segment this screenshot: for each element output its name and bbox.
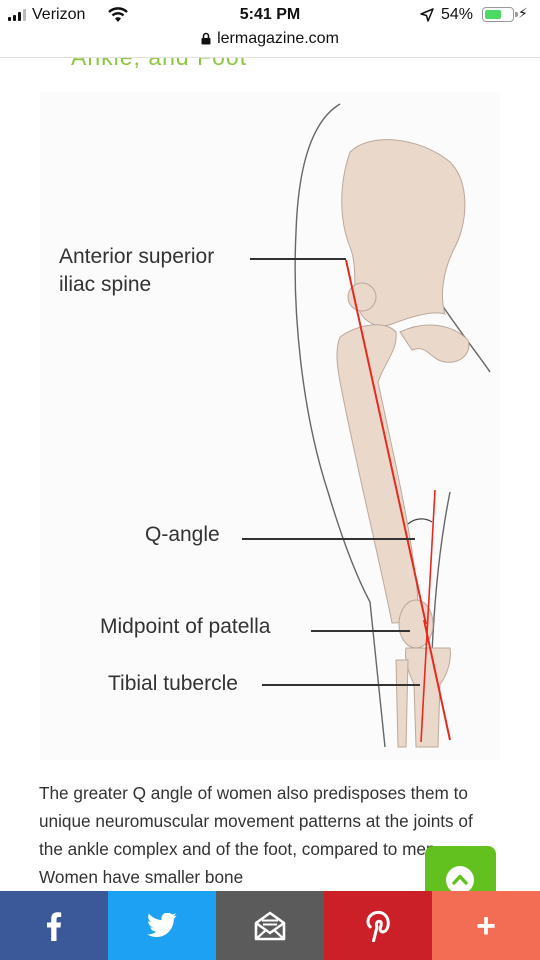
plus-icon: + <box>476 906 496 945</box>
clock: 5:41 PM <box>239 6 301 23</box>
charging-bolt-icon: ⚡ <box>518 5 528 21</box>
article-heading-text: Ankle, and Foot <box>71 58 247 69</box>
fibula-bone <box>395 659 409 748</box>
more-share-button[interactable]: + <box>432 891 540 960</box>
url-text: lermagazine.com <box>217 30 339 47</box>
chevron-up-icon <box>446 866 474 894</box>
asis-label-line2: iliac spine <box>59 273 151 296</box>
battery-percent: 54% <box>441 6 474 23</box>
asis-label-line1: Anterior superior <box>59 245 214 268</box>
share-bar: + <box>0 891 540 960</box>
carrier-name: Verizon <box>32 6 86 23</box>
email-share-button[interactable] <box>216 891 324 960</box>
twitter-share-button[interactable] <box>108 891 216 960</box>
address-bar[interactable]: lermagazine.com <box>0 30 540 56</box>
q-angle-label: Q-angle <box>145 523 220 546</box>
q-angle-figure: Anterior superior iliac spine Q-angle Mi… <box>40 92 500 760</box>
signal-bars-icon <box>8 9 26 21</box>
status-bar: Verizon 5:41 PM 54% ⚡ <box>0 0 540 30</box>
thigh-outline <box>294 103 386 748</box>
email-icon <box>254 911 286 940</box>
wifi-icon <box>108 7 128 22</box>
patella-to-tubercle-line <box>423 619 451 741</box>
tubercle-label: Tibial tubercle <box>108 672 238 695</box>
article-heading: Ankle, and Foot <box>0 58 540 69</box>
q-angle-arc <box>407 518 433 525</box>
lock-icon <box>201 32 211 45</box>
patella-label: Midpoint of patella <box>100 615 271 638</box>
article-paragraph: The greater Q angle of women also predis… <box>39 783 473 887</box>
location-arrow-icon <box>420 8 434 22</box>
pinterest-icon <box>366 910 390 942</box>
facebook-share-button[interactable] <box>0 891 108 960</box>
tibia-bone <box>405 647 451 748</box>
battery-icon <box>482 7 518 22</box>
asis-to-patella-line <box>345 259 427 625</box>
address-bar-divider <box>0 57 540 58</box>
leg-anatomy-illustration: Anterior superior iliac spine Q-angle Mi… <box>59 103 491 748</box>
twitter-bird-icon <box>147 913 177 938</box>
facebook-icon <box>47 911 62 941</box>
pubis-bone <box>399 324 470 363</box>
pinterest-share-button[interactable] <box>324 891 432 960</box>
pelvis-bone <box>341 139 466 327</box>
femur-bone <box>336 324 421 624</box>
thigh-lateral-outline <box>429 491 451 748</box>
q-angle-extension-line <box>420 489 436 743</box>
